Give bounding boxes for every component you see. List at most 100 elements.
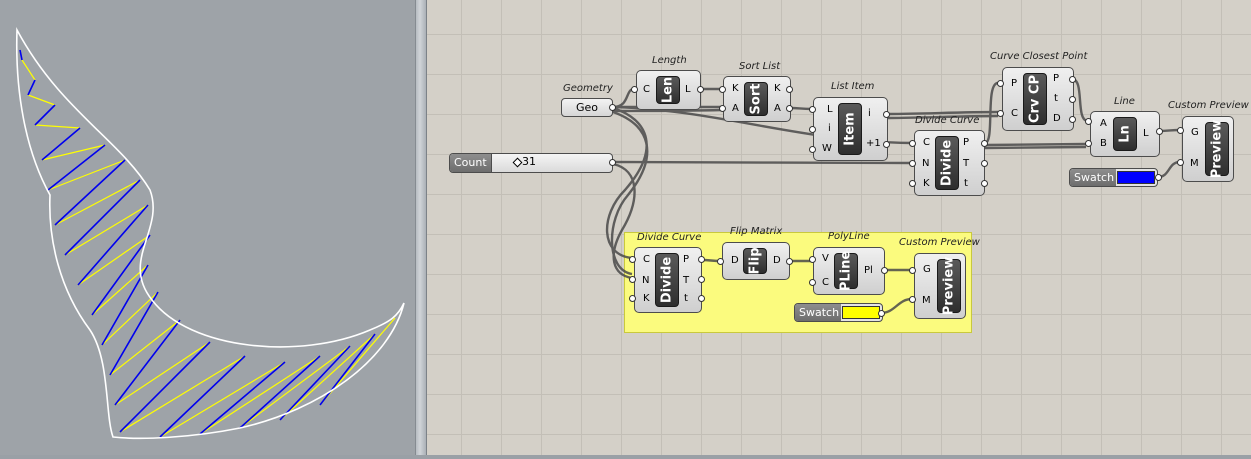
rhino-viewport[interactable] <box>0 0 415 455</box>
item-input-w[interactable]: W <box>822 143 832 154</box>
divide-top-output-p[interactable]: P <box>963 137 970 148</box>
item-input-l[interactable]: L <box>827 104 833 115</box>
division-line-blue <box>239 355 321 429</box>
divide-top-core[interactable]: Divide <box>935 136 959 190</box>
crvcp-output-t[interactable]: t <box>1054 93 1058 104</box>
division-line-blue <box>101 264 149 346</box>
horn-curve-outline <box>15 27 405 440</box>
flip-matrix-component[interactable]: D Flip D <box>722 242 790 280</box>
curve-cp-component[interactable]: P C Crv CP P t D <box>1002 67 1074 131</box>
divide-top-input-n[interactable]: N <box>922 158 930 169</box>
division-line-yellow <box>279 333 376 421</box>
division-line-blue <box>159 355 246 438</box>
division-line-yellow <box>114 341 211 406</box>
slider-knob[interactable] <box>512 157 523 168</box>
flip-core[interactable]: Flip <box>743 247 767 275</box>
preview-bottom-input-g[interactable]: G <box>923 264 931 275</box>
item-input-i[interactable]: i <box>828 123 831 134</box>
divide-bottom-output-p[interactable]: P <box>683 254 690 265</box>
slider-value: 31 <box>522 155 536 168</box>
crvcp-output-p[interactable]: P <box>1053 73 1060 84</box>
grasshopper-canvas[interactable] <box>427 0 1251 455</box>
division-line-yellow <box>21 59 36 81</box>
item-output-plus1[interactable]: +1 <box>866 138 881 149</box>
panel-splitter[interactable] <box>415 0 427 455</box>
pline-input-c[interactable]: C <box>822 277 829 288</box>
division-line-yellow <box>159 361 286 438</box>
line-title: Line <box>1114 96 1135 107</box>
division-line-yellow <box>64 204 149 256</box>
length-input-c[interactable]: C <box>643 84 650 95</box>
length-output-l[interactable]: L <box>685 84 691 95</box>
line-component[interactable]: A B Ln L <box>1090 111 1160 157</box>
divide-curve-bottom-component[interactable]: C N K Divide P T t <box>634 247 702 313</box>
division-line-yellow <box>77 234 151 286</box>
crvcp-core[interactable]: Crv CP <box>1023 73 1047 125</box>
divide-bottom-output-T[interactable]: T <box>683 275 690 286</box>
sort-output-k[interactable]: K <box>774 83 781 94</box>
count-slider[interactable]: Count 31 <box>449 153 613 173</box>
pline-core[interactable]: PLine <box>834 250 858 292</box>
sort-core[interactable]: Sort <box>744 82 768 116</box>
swatch-yellow[interactable]: Swatch <box>794 303 883 322</box>
divide-top-input-k[interactable]: K <box>923 178 930 189</box>
preview-bottom-core[interactable]: Preview <box>937 257 961 315</box>
length-component[interactable]: C Len L <box>636 70 701 110</box>
divide-top-output-T[interactable]: T <box>963 158 970 169</box>
divide-top-output-t[interactable]: t <box>964 178 968 189</box>
custom-preview-top-component[interactable]: G M Preview <box>1182 116 1234 182</box>
sort-list-component[interactable]: K A Sort K A <box>723 76 791 122</box>
sort-input-a[interactable]: A <box>732 103 739 114</box>
line-output-l[interactable]: L <box>1143 128 1149 139</box>
geometry-param[interactable]: Geo <box>561 98 613 117</box>
division-line-yellow <box>101 291 159 346</box>
division-line-yellow <box>109 319 181 376</box>
polyline-component[interactable]: V C PLine Pl <box>813 247 885 295</box>
preview-top-input-m[interactable]: M <box>1190 158 1199 169</box>
divide-bottom-core[interactable]: Divide <box>655 253 679 307</box>
preview-top-core-label: Preview <box>1209 119 1225 179</box>
divide-bottom-input-c[interactable]: C <box>643 254 650 265</box>
swatch-blue[interactable]: Swatch <box>1069 168 1158 187</box>
length-core[interactable]: Len <box>656 76 680 104</box>
pline-input-v[interactable]: V <box>822 253 829 264</box>
flip-input-d[interactable]: D <box>731 255 739 266</box>
divide-bottom-input-k[interactable]: K <box>643 293 650 304</box>
divide-bottom-input-n[interactable]: N <box>642 275 650 286</box>
division-line-yellow <box>34 124 81 129</box>
division-line-blue <box>199 361 286 435</box>
divide-bottom-output-t[interactable]: t <box>684 293 688 304</box>
preview-top-input-g[interactable]: G <box>1191 127 1199 138</box>
pline-core-label: PLine <box>838 250 854 292</box>
sort-list-title: Sort List <box>739 61 781 72</box>
item-output-i[interactable]: i <box>868 108 871 119</box>
sort-core-label: Sort <box>748 83 764 115</box>
line-core[interactable]: Ln <box>1113 117 1137 151</box>
preview-bottom-input-m[interactable]: M <box>922 295 931 306</box>
custom-preview-bottom-component[interactable]: G M Preview <box>914 253 966 319</box>
sort-input-k[interactable]: K <box>732 83 739 94</box>
flip-output-d[interactable]: D <box>773 255 781 266</box>
division-line-blue <box>109 291 159 376</box>
preview-top-core[interactable]: Preview <box>1205 119 1229 179</box>
list-item-component[interactable]: L i W Item i +1 <box>813 97 888 161</box>
division-line-yellow <box>199 355 321 435</box>
item-core[interactable]: Item <box>838 103 862 155</box>
divide-curve-top-component[interactable]: C N K Divide P T t <box>914 130 985 196</box>
line-input-a[interactable]: A <box>1100 118 1107 129</box>
crvcp-input-c[interactable]: C <box>1011 108 1018 119</box>
swatch-yellow-color[interactable] <box>842 306 880 319</box>
division-line-yellow <box>47 159 126 191</box>
swatch-blue-color[interactable] <box>1117 171 1155 184</box>
preview-bottom-title: Custom Preview <box>899 237 980 248</box>
crvcp-input-p[interactable]: P <box>1011 78 1018 89</box>
line-input-b[interactable]: B <box>1100 138 1107 149</box>
crvcp-output-d[interactable]: D <box>1053 113 1061 124</box>
divide-bottom-core-label: Divide <box>659 256 675 304</box>
sort-output-a[interactable]: A <box>774 103 781 114</box>
division-line-yellow <box>54 179 141 226</box>
divide-top-input-c[interactable]: C <box>923 137 930 148</box>
pline-output-pl[interactable]: Pl <box>864 265 873 276</box>
geometry-title: Geometry <box>563 83 613 94</box>
division-line-yellow <box>91 264 149 316</box>
